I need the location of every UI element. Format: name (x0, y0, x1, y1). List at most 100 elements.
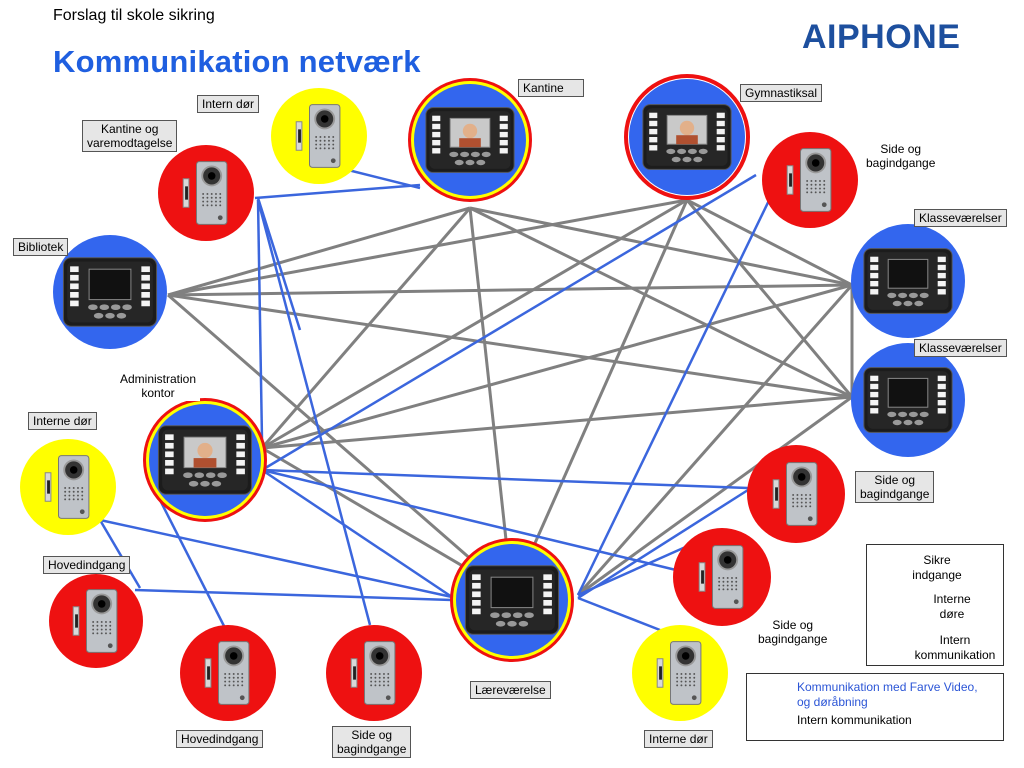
speaker-hole (100, 624, 103, 627)
speaker-hole (328, 147, 330, 150)
laerevaerelse-monitor-node (450, 538, 574, 662)
speaker-hole (726, 577, 729, 579)
speaker-hole (92, 624, 95, 627)
button-strip (716, 145, 725, 151)
speaker-hole (332, 136, 335, 138)
speaker-hole (232, 684, 235, 687)
legend-line: og døråbning (797, 695, 868, 709)
button-strip (543, 591, 552, 598)
speaker-hole (215, 200, 217, 203)
speaker-hole (224, 680, 227, 683)
button-strip (937, 289, 946, 295)
label-intern-dor: Intern dør (197, 95, 260, 113)
speaker-hole (726, 584, 729, 587)
door-strike-slot (701, 570, 704, 584)
speaker-hole (323, 139, 326, 142)
intern-line (167, 293, 513, 597)
legend-line: kommunikation (914, 648, 996, 662)
speaker-hole (100, 632, 103, 635)
monitor-key (188, 480, 199, 487)
speaker-hole (206, 200, 209, 203)
speaker-hole (800, 497, 803, 500)
speaker-hole (819, 183, 821, 186)
speaker-hole (210, 200, 213, 203)
call-button (691, 695, 697, 701)
speaker-hole (237, 684, 239, 687)
label-bibliotek: Bibliotek (13, 238, 69, 256)
speaker-hole (68, 487, 71, 489)
button-strip (499, 140, 508, 146)
button-strip (937, 375, 946, 382)
interne-dor-2-station (632, 625, 728, 721)
monitor-key (693, 156, 703, 163)
speaker-hole (77, 494, 79, 497)
video-line (256, 199, 372, 626)
speaker-hole (792, 505, 795, 508)
speaker-hole (319, 136, 322, 138)
monitor-key (898, 411, 908, 418)
speaker-hole (315, 136, 318, 138)
button-strip (165, 451, 174, 458)
speaker-hole (92, 628, 95, 631)
speaker-hole (237, 680, 239, 683)
speaker-hole (680, 680, 683, 683)
speaker-hole (228, 673, 231, 675)
speaker-hole (823, 183, 826, 186)
label-interne-dor-2: Interne dør (644, 730, 713, 748)
button-strip (236, 451, 245, 458)
speaker-hole (684, 673, 687, 675)
speaker-hole (219, 200, 222, 203)
speaker-hole (206, 193, 209, 195)
monitor-key (903, 419, 913, 426)
speaker-hole (96, 628, 99, 631)
button-strip (472, 608, 481, 615)
button-strip (649, 112, 658, 119)
legend-intern-line: Intern kommunikation (797, 713, 912, 727)
speaker-hole (676, 676, 679, 679)
speaker-hole (806, 183, 809, 186)
button-strip (870, 408, 879, 414)
door-strike-slot (298, 129, 301, 143)
kantine-monitor-node (408, 78, 532, 202)
speaker-hole (105, 632, 107, 635)
legend-line: Intern (939, 633, 971, 647)
button-strip (472, 600, 481, 606)
video-line (256, 199, 264, 441)
speaker-hole (323, 136, 326, 138)
speaker-hole (819, 191, 821, 194)
speaker-hole (72, 494, 75, 497)
video-line (158, 499, 227, 629)
speaker-hole (72, 487, 75, 489)
button-strip (937, 256, 946, 263)
speaker-hole (77, 487, 79, 489)
speaker-hole (689, 684, 691, 687)
camera-core (207, 172, 216, 180)
intern-line (685, 199, 854, 398)
call-button (107, 643, 113, 649)
speaker-hole (378, 680, 381, 683)
label-line: bagindgange (866, 156, 936, 170)
speaker-hole (805, 494, 807, 496)
intern-line (260, 207, 472, 449)
monitor-key (919, 411, 929, 418)
speaker-hole (819, 180, 821, 182)
speaker-hole (109, 621, 112, 623)
speaker-hole (383, 673, 385, 675)
speaker-hole (792, 494, 795, 496)
speaker-hole (315, 147, 318, 150)
speaker-hole (806, 187, 809, 190)
monitor-screen (490, 576, 534, 609)
label-line: bagindgange (758, 632, 828, 646)
speaker-hole (810, 191, 813, 194)
monitor-key (211, 480, 222, 487)
button-strip (716, 128, 725, 135)
speaker-hole (684, 676, 687, 679)
speaker-hole (689, 676, 691, 679)
speaker-hole (332, 143, 335, 146)
speaker-hole (684, 680, 687, 683)
